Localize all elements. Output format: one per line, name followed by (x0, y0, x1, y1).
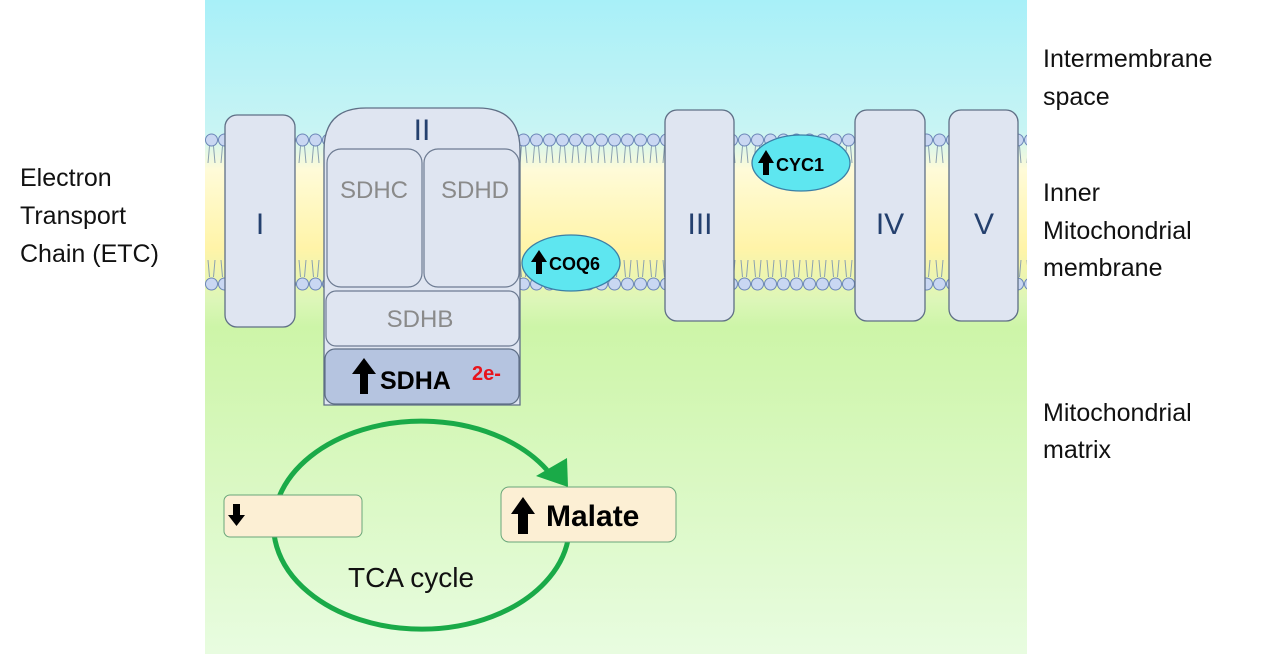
svg-text:SDHD: SDHD (441, 177, 509, 204)
up-arrow-icon (352, 358, 376, 394)
coq6-protein: COQ6 (521, 234, 621, 292)
complex-v: V (948, 109, 1019, 322)
sdha-subunit (324, 348, 520, 405)
tca-cycle-label: TCA cycle (348, 562, 474, 593)
malate-box (500, 486, 677, 543)
intermembrane-space-label: Intermembrane space (1043, 45, 1219, 111)
svg-text:IV: IV (876, 208, 904, 241)
sdhc-subunit (326, 148, 423, 288)
svg-text:Malate: Malate (546, 500, 639, 533)
svg-text:SDHA: SDHA (380, 367, 451, 395)
up-arrow-icon (531, 250, 547, 274)
sdhd-subunit (423, 148, 520, 288)
arrowhead-icon (536, 458, 568, 487)
tca-cycle: Malate TCA cycle (223, 418, 677, 632)
svg-text:SDHB: SDHB (387, 306, 454, 333)
electrons-label: 2e- (472, 363, 501, 385)
svg-text:I: I (256, 208, 264, 241)
cyc1-protein: CYC1 (751, 134, 851, 192)
matrix-label: Mitochondrial matrix (1043, 399, 1199, 464)
up-arrow-icon (511, 497, 535, 534)
complex-iii: III (664, 109, 735, 322)
downregulated-metabolite-box (223, 494, 363, 538)
svg-text:CYC1: CYC1 (776, 155, 824, 175)
svg-text:III: III (687, 208, 712, 241)
complex-ii: II SDHC SDHD SDHB SDHA 2e- (323, 107, 521, 406)
svg-text:COQ6: COQ6 (549, 254, 600, 274)
inner-membrane-label: Inner Mitochondrial membrane (1043, 179, 1199, 282)
sdhb-subunit (325, 290, 520, 347)
complex-iv: IV (854, 109, 926, 322)
etc-label: Electron Transport Chain (ETC) (20, 164, 159, 268)
down-arrow-icon (228, 504, 245, 526)
up-arrow-icon (758, 150, 774, 175)
svg-text:SDHC: SDHC (340, 177, 408, 204)
svg-text:II: II (414, 114, 431, 147)
svg-text:V: V (974, 208, 994, 241)
complex-i: I (224, 114, 296, 328)
tca-cycle-arrow (271, 418, 571, 632)
